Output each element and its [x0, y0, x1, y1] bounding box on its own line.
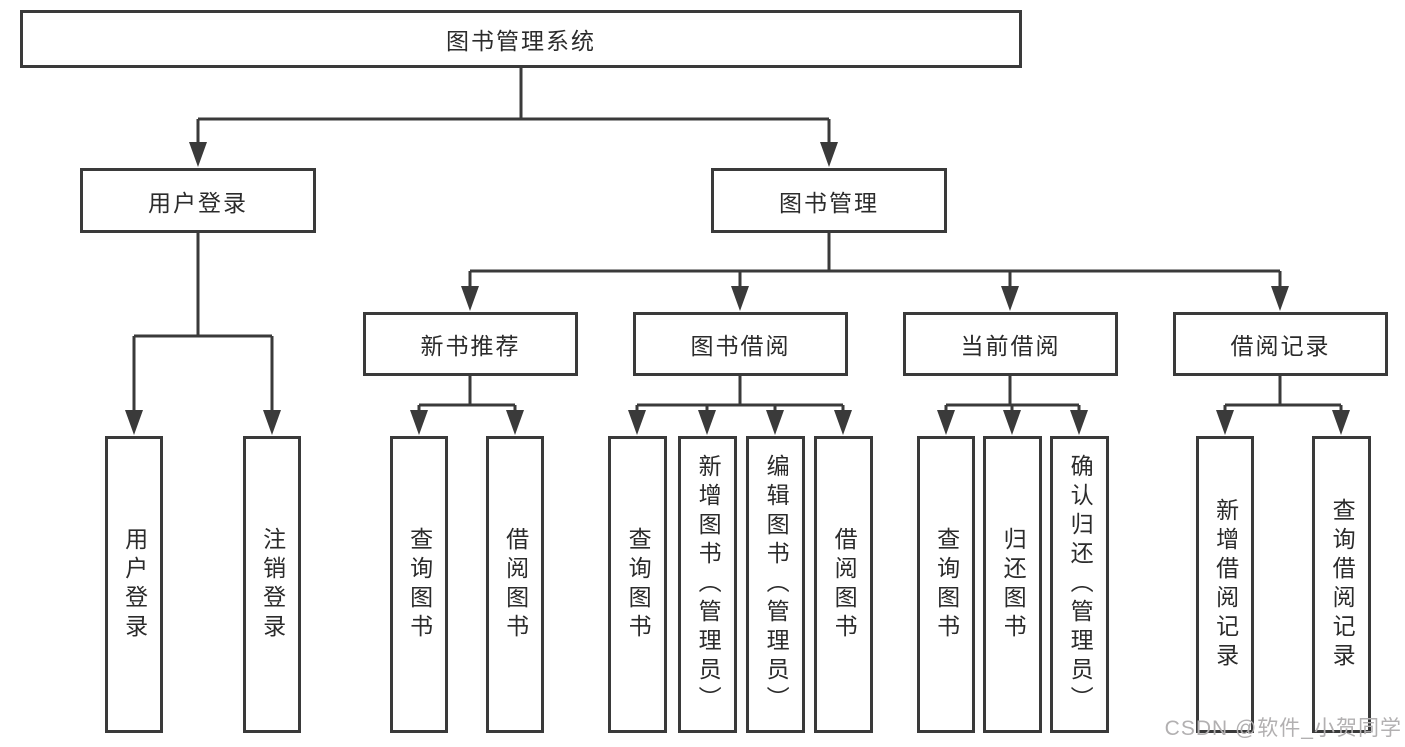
leaf-br-add-record: 新增借阅记录 — [1196, 436, 1254, 733]
arrowhead-icon — [628, 410, 646, 435]
node-new-book-recommend: 新书推荐 — [363, 312, 578, 376]
node-label: 用户登录 — [121, 526, 148, 643]
node-label: 用户登录 — [148, 189, 248, 216]
leaf-nbr-borrow-books: 借阅图书 — [486, 436, 544, 733]
node-label: 借阅图书 — [831, 526, 858, 643]
arrowhead-icon — [834, 410, 852, 435]
arrowhead-icon — [731, 286, 749, 311]
node-label: 图书管理 — [779, 189, 879, 216]
node-book-management: 图书管理 — [711, 168, 947, 233]
node-label: 新增图书（管理员） — [695, 454, 722, 715]
node-label: 编辑图书（管理员） — [763, 454, 790, 715]
node-root: 图书管理系统 — [20, 10, 1022, 68]
node-label: 查询图书 — [406, 526, 433, 643]
arrowhead-icon — [263, 410, 281, 435]
node-book-borrow: 图书借阅 — [633, 312, 848, 376]
arrowhead-icon — [937, 410, 955, 435]
arrowhead-icon — [698, 410, 716, 435]
node-label: 注销登录 — [259, 526, 286, 643]
leaf-br-query-record: 查询借阅记录 — [1312, 436, 1371, 733]
arrowhead-icon — [125, 410, 143, 435]
node-label: 查询借阅记录 — [1329, 497, 1356, 672]
arrowhead-icon — [189, 142, 207, 167]
leaf-bb-edit-books-admin: 编辑图书（管理员） — [746, 436, 805, 733]
arrowhead-icon — [410, 410, 428, 435]
leaf-user-login: 用户登录 — [105, 436, 163, 733]
arrowhead-icon — [1001, 286, 1019, 311]
node-current-borrow: 当前借阅 — [903, 312, 1118, 376]
node-borrow-records: 借阅记录 — [1173, 312, 1388, 376]
arrowhead-icon — [1216, 410, 1234, 435]
node-label: 确认归还（管理员） — [1067, 454, 1094, 715]
arrowhead-icon — [766, 410, 784, 435]
leaf-cb-confirm-return-admin: 确认归还（管理员） — [1050, 436, 1109, 733]
arrowhead-icon — [1271, 286, 1289, 311]
node-user-login: 用户登录 — [80, 168, 316, 233]
node-label: 查询图书 — [933, 526, 960, 643]
node-label: 归还图书 — [1000, 526, 1027, 643]
leaf-bb-borrow-books: 借阅图书 — [814, 436, 873, 733]
node-label: 图书管理系统 — [446, 28, 596, 54]
arrowhead-icon — [1003, 410, 1021, 435]
leaf-nbr-query-books: 查询图书 — [390, 436, 448, 733]
connector-path — [132, 68, 1343, 413]
node-label: 新书推荐 — [420, 333, 521, 359]
node-label: 当前借阅 — [960, 333, 1061, 359]
arrowheads — [125, 142, 1350, 435]
node-label: 查询图书 — [625, 526, 652, 643]
leaf-cb-query-books: 查询图书 — [917, 436, 975, 733]
node-label: 新增借阅记录 — [1212, 497, 1239, 672]
watermark: CSDN @软件_小贺同学 — [1164, 717, 1402, 740]
node-label: 图书借阅 — [690, 333, 791, 359]
node-label: 借阅记录 — [1230, 333, 1331, 359]
arrowhead-icon — [820, 142, 838, 167]
arrowhead-icon — [506, 410, 524, 435]
arrowhead-icon — [1332, 410, 1350, 435]
leaf-bb-add-books-admin: 新增图书（管理员） — [678, 436, 737, 733]
arrowhead-icon — [461, 286, 479, 311]
leaf-bb-query-books: 查询图书 — [608, 436, 667, 733]
arrowhead-icon — [1070, 410, 1088, 435]
node-label: 借阅图书 — [502, 526, 529, 643]
leaf-cb-return-books: 归还图书 — [983, 436, 1042, 733]
leaf-logout: 注销登录 — [243, 436, 301, 733]
